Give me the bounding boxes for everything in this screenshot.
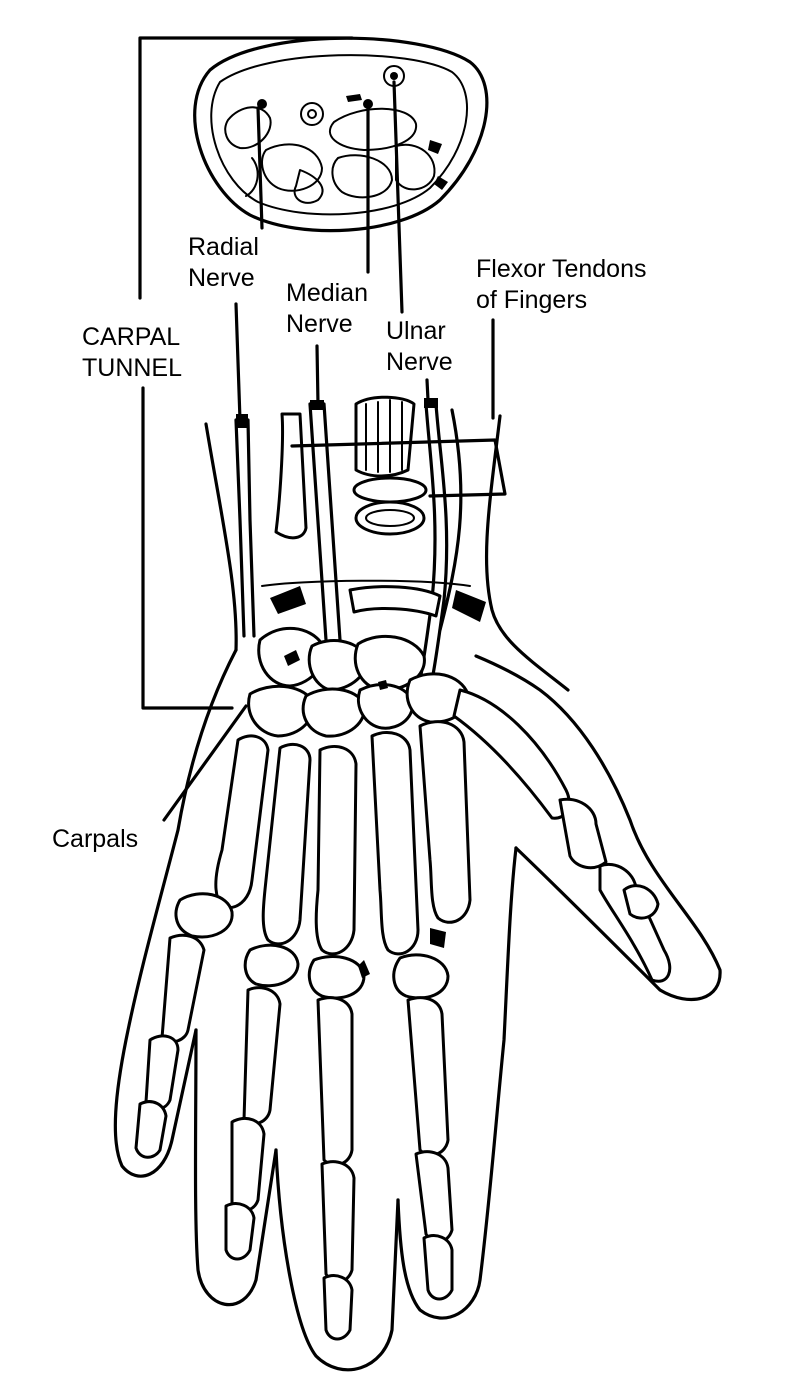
wrist-cross-section xyxy=(193,36,489,233)
median-nerve-label: Median Nerve xyxy=(286,278,368,340)
leader-lines xyxy=(138,36,495,822)
ulnar-nerve-label: Ulnar Nerve xyxy=(386,316,453,378)
median-nerve-label-line2: Nerve xyxy=(286,310,353,338)
wrist-section xyxy=(204,395,570,692)
carpal-bones xyxy=(247,626,470,738)
finger-bones xyxy=(134,720,472,1341)
radial-nerve-label-line2: Nerve xyxy=(188,264,255,292)
hand-outline xyxy=(113,648,722,1372)
radial-nerve-label-line1: Radial xyxy=(188,233,259,261)
carpals-label: Carpals xyxy=(52,825,139,853)
radial-nerve-label: Radial Nerve xyxy=(188,232,259,294)
ulnar-nerve-label-line2: Nerve xyxy=(386,348,453,376)
carpal-tunnel-label: CARPAL TUNNEL xyxy=(82,322,182,384)
flexor-tendons-label-line1: Flexor Tendons xyxy=(476,255,647,283)
thumb-bones xyxy=(452,688,672,983)
carpal-tunnel-label-line2: TUNNEL xyxy=(82,354,183,382)
flexor-tendons-label-line2: of Fingers xyxy=(476,286,588,314)
flexor-tendons-label: Flexor Tendons of Fingers xyxy=(476,254,646,316)
median-nerve-label-line1: Median xyxy=(286,279,368,307)
carpal-tunnel-label-line1: CARPAL xyxy=(82,323,181,351)
ulnar-nerve-label-line1: Ulnar xyxy=(386,317,446,345)
